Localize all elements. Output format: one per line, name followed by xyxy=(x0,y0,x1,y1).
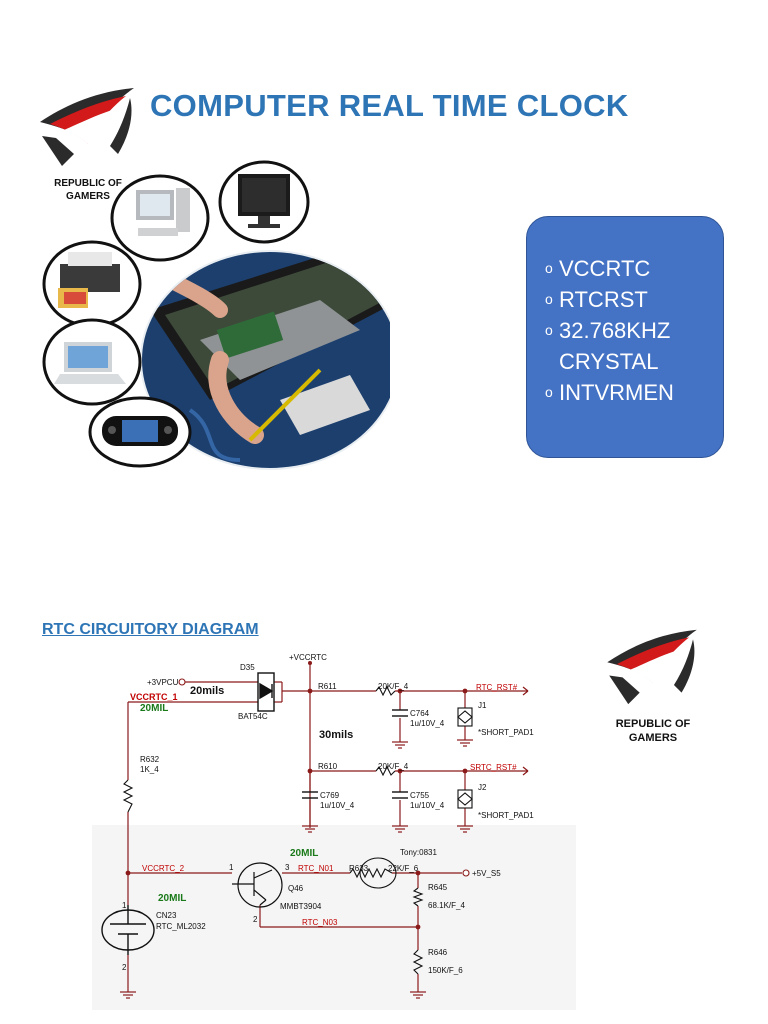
list-item-label: 32.768KHZ CRYSTAL xyxy=(559,318,671,374)
label-vpcu: +3VPCU xyxy=(147,678,179,687)
list-item: o INTVRMEN xyxy=(545,377,709,408)
printer-photo xyxy=(42,240,142,328)
diode-d35-icon xyxy=(257,672,275,712)
desktop-pc-photo xyxy=(110,174,210,262)
bullet-marker: o xyxy=(545,260,553,276)
label-c755-value: 1u/10V_4 xyxy=(410,801,445,810)
label-short-pad1-a: *SHORT_PAD1 xyxy=(478,728,534,737)
bullet-marker: o xyxy=(545,291,553,307)
label-rtc-ml2032: RTC_ML2032 xyxy=(156,922,206,931)
label-c764: C764 xyxy=(410,709,430,718)
label-r646-value: 150K/F_6 xyxy=(428,966,463,975)
rtc-schematic-svg: +3VPCU D35 +VCCRTC BAT54C R611 20K/F_4 R… xyxy=(92,653,576,1010)
rog-logo-bottom: REPUBLIC OF GAMERS xyxy=(590,626,716,744)
label-r632-value: 1K_4 xyxy=(140,765,159,774)
list-item: o RTCRST xyxy=(545,284,709,315)
label-20mils: 20mils xyxy=(190,685,224,697)
net-vccrtc-2: VCCRTC_2 xyxy=(142,864,185,873)
hardware-collage xyxy=(40,160,400,470)
net-rtc-rst: RTC_RST# xyxy=(476,683,518,692)
label-r633: R633 xyxy=(349,864,369,873)
handheld-console-photo xyxy=(88,396,192,468)
net-vccrtc-1: VCCRTC_1 xyxy=(130,692,178,702)
laptop-repair-photo xyxy=(140,250,400,470)
logo-line1: REPUBLIC OF xyxy=(615,718,691,730)
label-r611: R611 xyxy=(318,682,337,691)
label-q46: Q46 xyxy=(288,884,304,893)
label-d35: D35 xyxy=(240,663,255,672)
resistor-icons xyxy=(122,685,424,975)
label-c769-value: 1u/10V_4 xyxy=(320,801,355,810)
label-r645-value: 68.1K/F_4 xyxy=(428,901,465,910)
label-30mils: 30mils xyxy=(319,729,353,741)
label-short-pad1-b: *SHORT_PAD1 xyxy=(478,811,534,820)
jumper-icons xyxy=(457,707,473,809)
pin-label: 2 xyxy=(253,915,258,924)
page-title: COMPUTER REAL TIME CLOCK xyxy=(150,88,629,123)
laptop-photo xyxy=(42,318,142,406)
net-srtc-rst: SRTC_RST# xyxy=(470,763,517,772)
rog-logo-top: REPUBLIC OF GAMERS xyxy=(34,84,142,202)
label-r632: R632 xyxy=(140,755,160,764)
pin-label: 1 xyxy=(122,901,127,910)
battery-cn23-icon xyxy=(101,905,155,955)
bullet-marker: o xyxy=(545,322,553,338)
list-item-label: INTVRMEN xyxy=(559,380,674,405)
label-r610-value: 20K/F_4 xyxy=(378,762,409,771)
rtc-schematic: +3VPCU D35 +VCCRTC BAT54C R611 20K/F_4 R… xyxy=(92,645,576,1010)
net-rtc-n03: RTC_N03 xyxy=(302,918,338,927)
label-c769: C769 xyxy=(320,791,340,800)
label-mmbt3904: MMBT3904 xyxy=(280,902,322,911)
logo-line2: GAMERS xyxy=(628,732,678,744)
pin-label: 2 xyxy=(122,963,127,972)
list-item: o VCCRTC xyxy=(545,253,709,284)
logo-line1: REPUBLIC OF xyxy=(54,178,122,189)
label-r633-value: 22K/F_6 xyxy=(388,864,419,873)
label-vccrtc: +VCCRTC xyxy=(289,653,327,662)
label-c764-value: 1u/10V_4 xyxy=(410,719,445,728)
label-bat54c: BAT54C xyxy=(238,712,268,721)
label-20mil-a: 20MIL xyxy=(140,703,168,714)
label-cn23: CN23 xyxy=(156,911,177,920)
rog-eye-icon xyxy=(607,629,697,705)
bullet-marker: o xyxy=(545,384,553,400)
net-rtc-n01: RTC_N01 xyxy=(298,864,334,873)
label-tony: Tony:0831 xyxy=(400,848,437,857)
logo-line2: GAMERS xyxy=(66,191,110,202)
label-r646: R646 xyxy=(428,948,448,957)
transistor-q46-icon xyxy=(232,862,283,908)
list-item: o 32.768KHZ CRYSTAL xyxy=(545,315,709,377)
label-j1: J1 xyxy=(478,701,487,710)
label-c755: C755 xyxy=(410,791,430,800)
label-20mil-b: 20MIL xyxy=(290,848,318,859)
label-20mil-c: 20MIL xyxy=(158,893,186,904)
section-title: RTC CIRCUITORY DIAGRAM xyxy=(42,621,259,638)
list-item-label: VCCRTC xyxy=(559,256,651,281)
rog-eye-icon xyxy=(40,88,134,166)
label-r610: R610 xyxy=(318,762,338,771)
list-item-label: RTCRST xyxy=(559,287,648,312)
label-j2: J2 xyxy=(478,783,487,792)
capacitor-icons xyxy=(302,709,408,799)
monitor-photo xyxy=(218,160,310,244)
pin-label: 3 xyxy=(285,863,290,872)
label-5v-s5: +5V_S5 xyxy=(472,869,501,878)
ground-icons xyxy=(120,739,473,999)
pin-label: 1 xyxy=(229,863,234,872)
label-r645: R645 xyxy=(428,883,448,892)
label-r611-value: 20K/F_4 xyxy=(378,682,409,691)
